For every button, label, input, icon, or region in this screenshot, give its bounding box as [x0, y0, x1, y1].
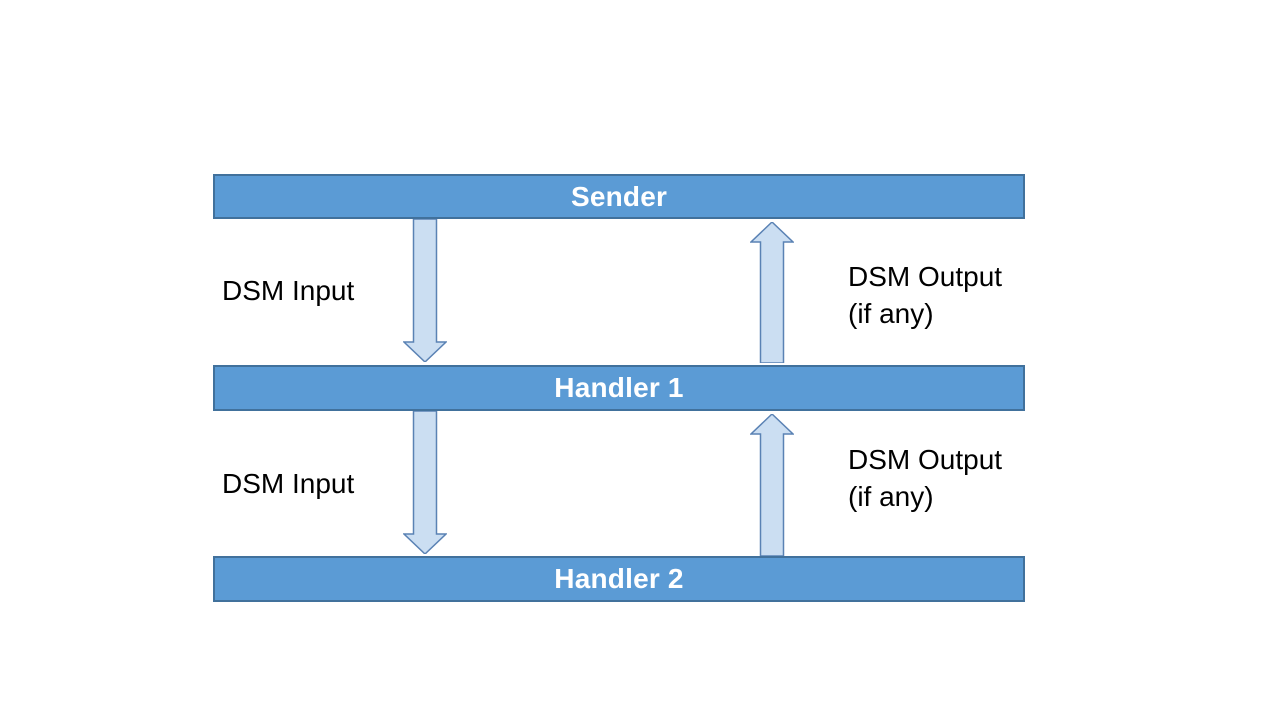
- node-handler-1-label: Handler 1: [554, 372, 684, 403]
- node-handler-2-label: Handler 2: [554, 563, 684, 594]
- arrow-down-icon: [403, 219, 447, 362]
- node-sender: Sender: [213, 174, 1025, 219]
- dsm-output-label-1: DSM Output (if any): [848, 261, 1010, 329]
- arrow-up-icon: [750, 222, 794, 363]
- dsm-output-label-2: DSM Output (if any): [848, 444, 1010, 512]
- dsm-input-label-1: DSM Input: [222, 275, 355, 306]
- arrow-up-icon: [750, 414, 794, 556]
- arrow-down-icon: [403, 411, 447, 554]
- node-handler-1: Handler 1: [213, 365, 1025, 411]
- node-sender-label: Sender: [570, 180, 668, 212]
- node-handler-2: Handler 2: [213, 556, 1025, 602]
- dsm-input-label-2: DSM Input: [222, 468, 355, 499]
